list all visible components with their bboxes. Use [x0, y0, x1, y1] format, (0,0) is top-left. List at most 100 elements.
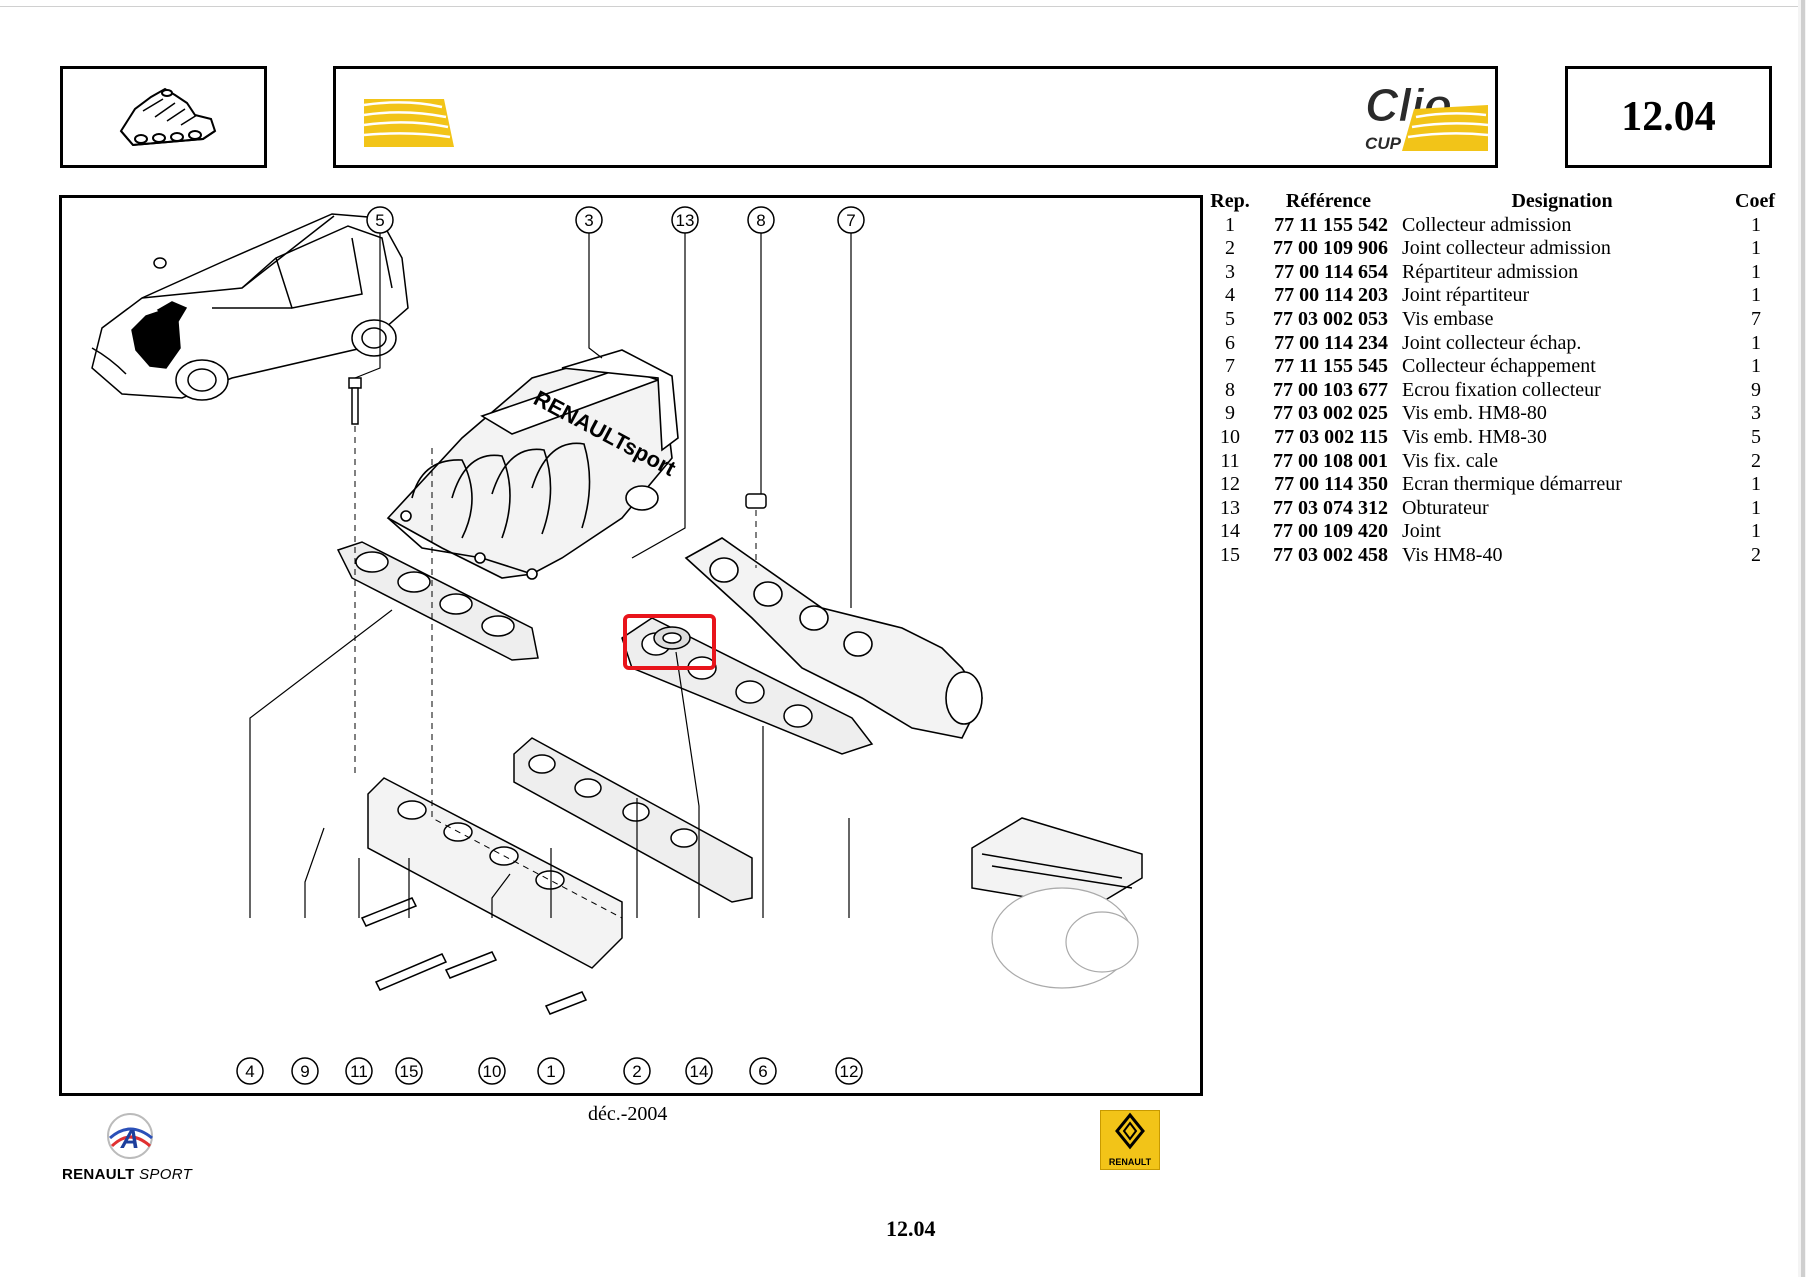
cell-rep: 15: [1220, 543, 1240, 566]
cell-ref: 77 00 114 654: [1274, 260, 1388, 283]
starter-motor-part: [991, 887, 1139, 989]
footer-page-number: 12.04: [886, 1216, 936, 1241]
leader-lines: [249, 233, 852, 918]
cell-rep: 9: [1225, 402, 1235, 425]
cell-rep: 5: [1225, 307, 1235, 330]
cell-des: Collecteur échappement: [1402, 355, 1596, 378]
cell-rep: 11: [1220, 449, 1240, 472]
cell-des: Obturateur: [1402, 496, 1489, 519]
cell-coef: 1: [1751, 355, 1761, 378]
cell-ref: 77 00 109 906: [1273, 237, 1388, 260]
cell-rep: 3: [1225, 260, 1235, 283]
cell-rep: 10: [1220, 425, 1240, 448]
header-ref: Référence: [1285, 190, 1372, 212]
cell-des: Vis HM8-40: [1402, 543, 1503, 566]
header-des: Designation: [1511, 190, 1613, 212]
cell-coef: 1: [1751, 284, 1761, 307]
cell-rep: 1: [1225, 213, 1235, 236]
cell-des: Joint collecteur échap.: [1402, 331, 1582, 354]
cell-des: Joint répartiteur: [1402, 284, 1530, 307]
cell-des: Joint collecteur admission: [1402, 237, 1611, 260]
cell-des: Joint: [1402, 520, 1441, 543]
intake-plenum-part: RENAULTsport: [386, 349, 680, 580]
top-border-line: [0, 6, 1806, 7]
cell-coef: 2: [1751, 449, 1761, 472]
diagram-svg: RENAULTsport: [91, 213, 1143, 1015]
table-row: 6 77 00 114 234 Joint collecteur échap. 1: [1205, 332, 1775, 356]
cell-ref: 77 11 155 545: [1274, 355, 1388, 378]
cell-rep: 13: [1220, 496, 1240, 519]
table-row: 4 77 00 114 203 Joint répartiteur 1: [1205, 284, 1775, 308]
cell-coef: 1: [1751, 260, 1761, 283]
header-coef: Coef: [1735, 190, 1775, 212]
table-row: 7 77 11 155 545 Collecteur échappement 1: [1205, 355, 1775, 379]
bolts-group: [360, 897, 588, 1015]
cell-coef: 1: [1751, 331, 1761, 354]
scrollbar-thumb[interactable]: [1801, 0, 1805, 1277]
cell-ref: 77 03 002 025: [1273, 402, 1388, 425]
cell-ref: 77 03 002 115: [1274, 425, 1388, 448]
cell-coef: 7: [1751, 307, 1761, 330]
exhaust-manifold-part-7: [684, 537, 983, 739]
cell-des: Collecteur admission: [1402, 213, 1572, 236]
cell-rep: 7: [1225, 355, 1235, 378]
cell-rep: 12: [1220, 473, 1240, 496]
cell-des: Vis emb. HM8-80: [1402, 402, 1547, 425]
cell-ref: 77 03 002 458: [1273, 543, 1388, 566]
table-header-row: Rep. Référence Designation Coef: [1205, 190, 1775, 214]
scrollbar-track[interactable]: [1798, 0, 1806, 1277]
cell-rep: 2: [1225, 237, 1235, 260]
cell-rep: 6: [1225, 331, 1235, 354]
cell-des: Vis emb. HM8-30: [1402, 425, 1547, 448]
cell-ref: 77 00 114 234: [1274, 331, 1388, 354]
yellow-stripes-left-icon: [363, 99, 454, 147]
cell-coef: 5: [1751, 425, 1761, 448]
table-row: 10 77 03 002 115 Vis emb. HM8-30 5: [1205, 426, 1775, 450]
bolt-part-5: [348, 377, 362, 425]
highlight-box: [623, 614, 716, 670]
banner-graphics: Clio CUP: [363, 79, 1489, 153]
cell-ref: 77 03 002 053: [1273, 307, 1388, 330]
section-icon-box: [60, 66, 267, 168]
heat-shield-part-12: [971, 817, 1143, 909]
cell-ref: 77 00 114 203: [1274, 284, 1388, 307]
renault-logo-icon: RENAULT: [1100, 1110, 1160, 1170]
cell-rep: 14: [1220, 520, 1240, 543]
cell-ref: 77 00 103 677: [1273, 378, 1388, 401]
gasket-part-14: [653, 626, 691, 650]
alpine-logo-icon: A: [107, 1113, 153, 1159]
table-row: 14 77 00 109 420 Joint 1: [1205, 520, 1775, 544]
header-rep: Rep.: [1210, 190, 1250, 212]
cell-coef: 1: [1751, 213, 1761, 236]
table-row: 3 77 00 114 654 Répartiteur admission 1: [1205, 261, 1775, 285]
alignment-dashes: [354, 426, 757, 919]
cell-des: Répartiteur admission: [1402, 260, 1579, 283]
cell-ref: 77 00 109 420: [1273, 520, 1388, 543]
cell-coef: 1: [1751, 473, 1761, 496]
title-banner: Clio CUP: [333, 66, 1498, 168]
svg-text:A: A: [120, 1124, 140, 1154]
cell-ref: 77 00 114 350: [1274, 473, 1388, 496]
cell-coef: 3: [1751, 402, 1761, 425]
exhaust-manifold-icon: [119, 87, 217, 147]
cell-ref: 77 03 074 312: [1273, 496, 1388, 519]
renault-sport-text: RENAULT SPORT: [62, 1166, 193, 1183]
cell-rep: 4: [1225, 284, 1235, 307]
cell-des: Vis fix. cale: [1402, 449, 1498, 472]
cell-coef: 1: [1751, 237, 1761, 260]
cell-coef: 1: [1751, 520, 1761, 543]
cell-coef: 9: [1751, 378, 1761, 401]
table-row: 2 77 00 109 906 Joint collecteur admission…: [1205, 237, 1775, 261]
page-number: 12.04: [1621, 94, 1716, 140]
nut-part-8: [745, 493, 767, 509]
table-row: 9 77 03 002 025 Vis emb. HM8-80 3: [1205, 402, 1775, 426]
